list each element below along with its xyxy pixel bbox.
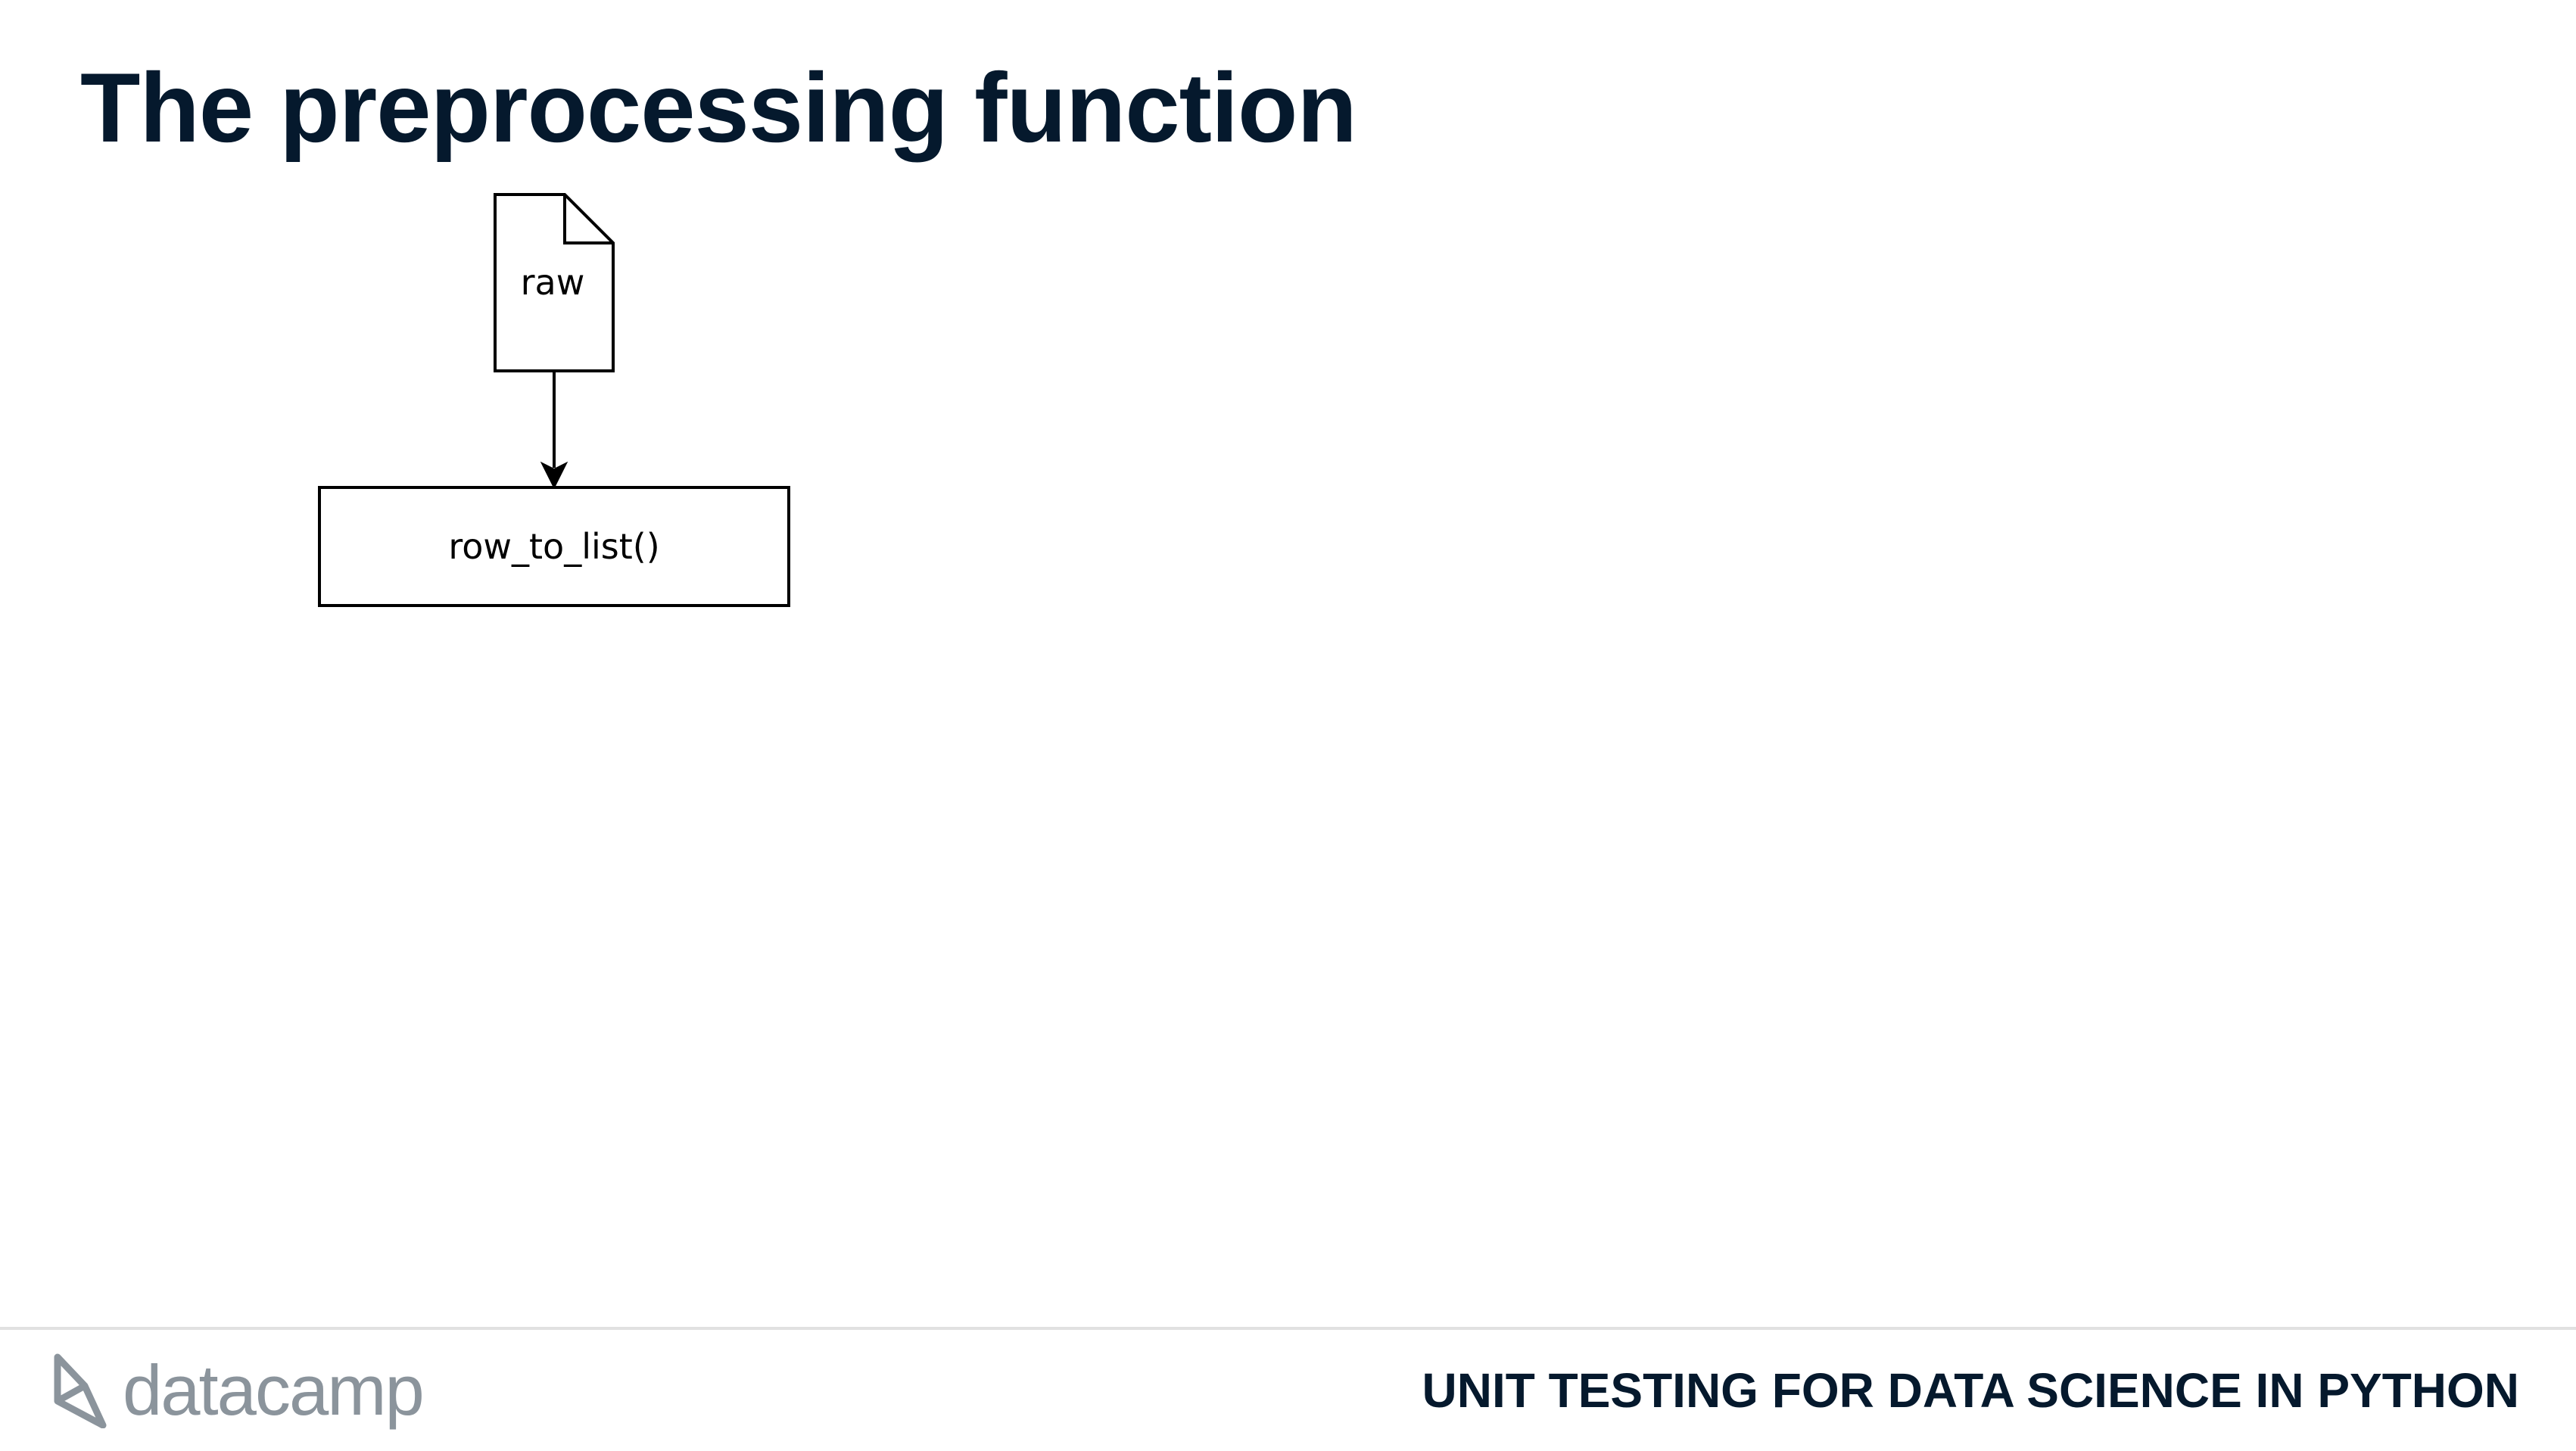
slide-title: The preprocessing function — [80, 52, 1357, 163]
function-node-label: row_to_list() — [448, 526, 659, 567]
edge-raw-to-function — [540, 371, 568, 490]
function-box — [318, 486, 790, 607]
datacamp-logo: datacamp — [53, 1349, 425, 1432]
footer-divider — [0, 1327, 2576, 1330]
logo-wordmark: datacamp — [123, 1350, 425, 1430]
raw-node-label: raw — [521, 262, 585, 303]
raw-document-node: raw — [494, 193, 615, 372]
row-to-list-function-node: row_to_list() — [318, 486, 790, 607]
datacamp-logo-icon — [54, 1353, 107, 1428]
arrowhead-icon — [540, 461, 568, 490]
course-name: UNIT TESTING FOR DATA SCIENCE IN PYTHON — [1422, 1363, 2520, 1418]
document-fold — [563, 195, 613, 244]
document-shape — [494, 193, 615, 372]
diagram: raw row_to_list() — [318, 193, 790, 607]
